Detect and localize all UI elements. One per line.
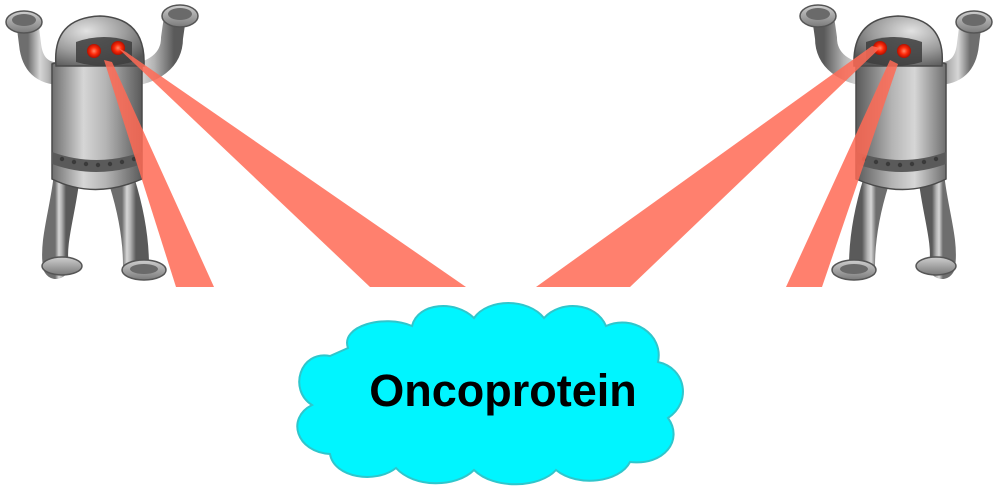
laser-beam-right-outer xyxy=(536,46,880,287)
laser-beam-left-outer xyxy=(118,48,466,287)
laser-beam-right-inner xyxy=(786,60,898,287)
laser-beam-left-inner xyxy=(104,60,214,287)
oncoprotein-label: Oncoprotein xyxy=(369,365,637,416)
laser-beams xyxy=(104,46,898,287)
oncoprotein-cloud: Oncoprotein xyxy=(296,302,684,486)
